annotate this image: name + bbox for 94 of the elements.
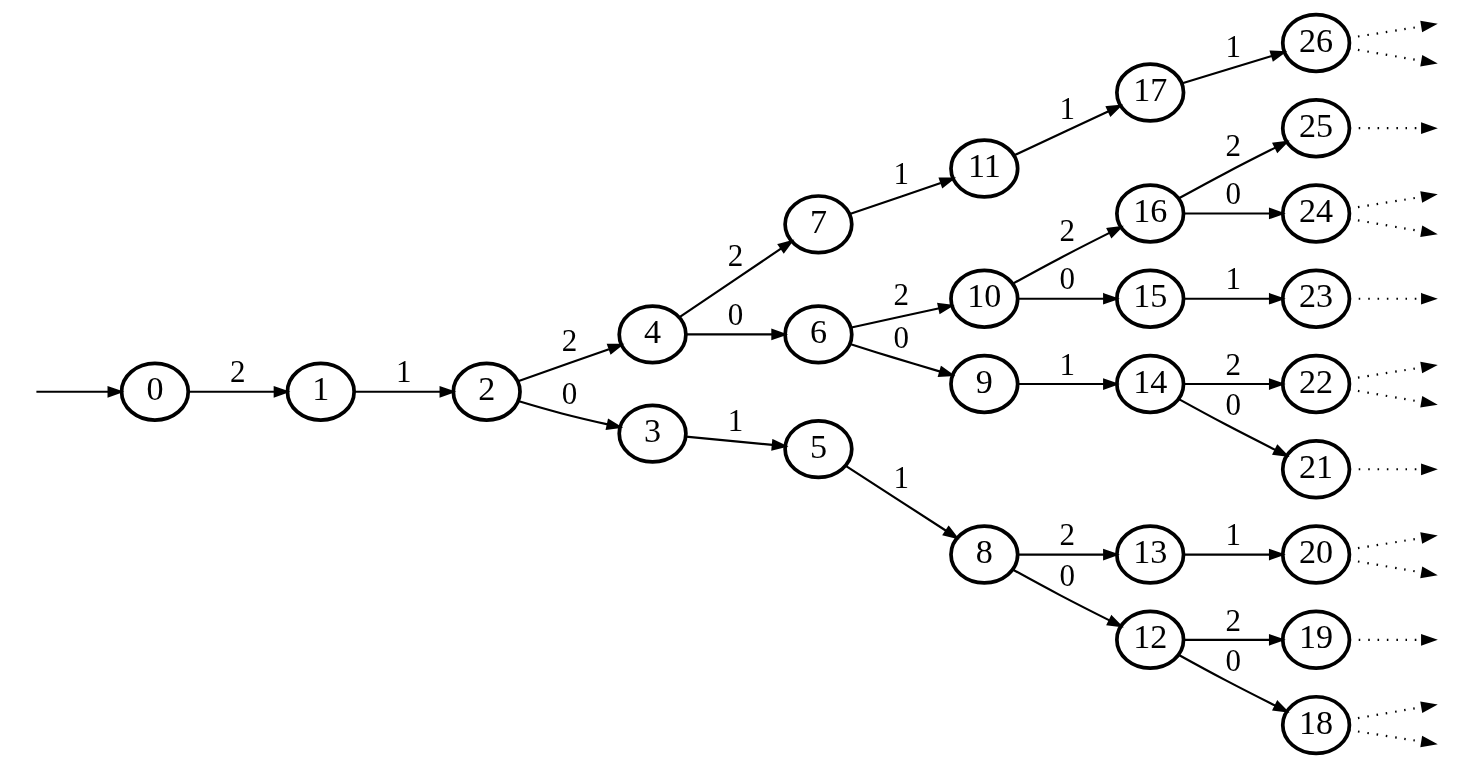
edge-label: 1 (1225, 261, 1241, 297)
arrow (845, 465, 960, 540)
node-ellipse: 6 (783, 304, 854, 365)
arrow (686, 328, 789, 341)
arrow (1348, 217, 1438, 238)
edge-label: 2 (1225, 346, 1241, 382)
arrow (851, 302, 955, 329)
edge-label: 1 (727, 402, 744, 438)
arrow (36, 385, 125, 398)
edge-label: 1 (1225, 517, 1241, 553)
edge-label: 0 (1225, 642, 1241, 678)
node-ellipse: 26 (1280, 12, 1352, 74)
edge-label: 1 (395, 354, 412, 390)
node-ellipse: 16 (1115, 183, 1186, 244)
arrow (1349, 633, 1438, 646)
arrow (1348, 532, 1438, 551)
arrow (1349, 292, 1438, 305)
arrow (1013, 104, 1124, 157)
node-ellipse: 17 (1115, 62, 1186, 123)
node-ellipse: 4 (617, 304, 688, 365)
node-ellipse: 0 (119, 361, 191, 422)
node-ellipse: 25 (1280, 98, 1352, 159)
arrow (678, 239, 795, 319)
edge-label: 2 (1059, 213, 1076, 249)
edge-label: 0 (561, 376, 578, 412)
node-ellipse: 2 (451, 361, 522, 422)
arrow (1018, 292, 1120, 305)
edge-label: 0 (727, 297, 744, 333)
arrow (1183, 633, 1286, 646)
edge-label: 0 (1225, 387, 1241, 423)
arrow (1349, 463, 1438, 476)
arrow (188, 385, 291, 398)
arrow (517, 400, 624, 430)
node-ellipse: 22 (1280, 353, 1352, 415)
node-ellipse: 19 (1280, 609, 1352, 670)
node-ellipse: 12 (1115, 609, 1186, 670)
node-ellipse: 8 (949, 524, 1020, 585)
node-ellipse: 21 (1280, 439, 1352, 500)
arrow (1012, 225, 1124, 285)
edge-label: 0 (893, 320, 910, 356)
edge-label: 1 (1059, 90, 1076, 126)
edge-label: 2 (230, 354, 246, 390)
node-ellipse: 7 (783, 194, 854, 255)
arrow (517, 343, 625, 383)
edge-label: 0 (1059, 557, 1076, 593)
arrow (849, 177, 957, 216)
node-ellipse: 13 (1115, 524, 1186, 585)
edge-label: 2 (1225, 602, 1241, 638)
edge-label: 2 (1059, 517, 1076, 553)
edge-label: 2 (1225, 128, 1241, 164)
arrow (1348, 47, 1438, 67)
arrow (1348, 361, 1438, 381)
arrow (1182, 50, 1288, 85)
arrow (1183, 207, 1286, 220)
node-ellipse: 14 (1115, 353, 1186, 415)
edge-label: 1 (893, 156, 910, 192)
arrow (1348, 20, 1438, 40)
edge-label: 1 (893, 459, 910, 495)
node-ellipse: 5 (783, 418, 854, 480)
arrow (849, 343, 956, 377)
arrow (354, 385, 457, 398)
arrow (1348, 701, 1438, 721)
arrow (1348, 191, 1438, 210)
node-ellipse: 23 (1280, 268, 1352, 329)
arrow (1348, 728, 1438, 748)
node-ellipse: 9 (949, 353, 1020, 415)
arrow (1018, 378, 1120, 390)
node-ellipse: 18 (1280, 694, 1352, 756)
arrow (1348, 558, 1438, 579)
edge-label: 1 (1059, 346, 1076, 382)
node-ellipse: 1 (285, 361, 356, 422)
arrow (1183, 292, 1286, 305)
edge-label: 2 (561, 323, 578, 359)
arrow (1349, 122, 1438, 135)
arrow (1183, 548, 1286, 561)
edge-label: 1 (1225, 28, 1241, 64)
node-ellipse: 10 (949, 268, 1020, 329)
arrow (1178, 398, 1290, 457)
edge-label: 0 (1225, 176, 1241, 212)
node-ellipse: 11 (949, 138, 1020, 199)
edge-label: 2 (727, 238, 744, 274)
arrow (1012, 568, 1124, 628)
arrow (1178, 140, 1290, 200)
edge-label: 0 (1059, 261, 1076, 297)
arrow (1018, 548, 1120, 561)
node-ellipse: 24 (1280, 183, 1352, 244)
arrow (1183, 378, 1286, 390)
arrow (1348, 388, 1438, 408)
node-ellipse: 15 (1115, 268, 1186, 329)
node-ellipse: 3 (617, 403, 688, 464)
arrow (1178, 654, 1290, 713)
edge-label: 2 (893, 276, 910, 312)
node-ellipse: 20 (1280, 524, 1352, 585)
arrow (685, 435, 789, 451)
